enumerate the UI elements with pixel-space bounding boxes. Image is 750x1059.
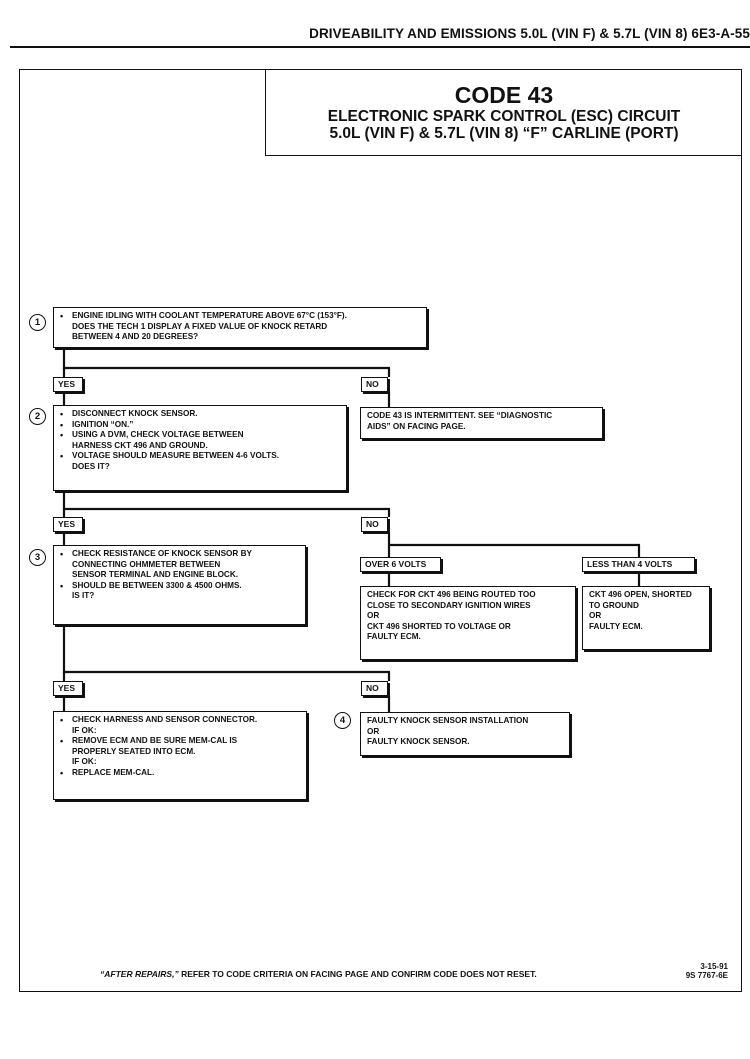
result-over-6-volts-box: CHECK FOR CKT 496 BEING ROUTED TOO CLOSE… [360, 586, 576, 660]
step-2-box: DISCONNECT KNOCK SENSOR. IGNITION “ON.” … [53, 405, 347, 491]
no-label-1: NO [361, 377, 388, 392]
no-label-3: NO [361, 681, 388, 696]
diagram-frame [19, 69, 742, 992]
no-label-2: NO [361, 517, 388, 532]
yes-label-2: YES [53, 517, 83, 532]
over6-line-2: CLOSE TO SECONDARY IGNITION WIRES [367, 600, 531, 610]
step-4-line-1: FAULTY KNOCK SENSOR INSTALLATION [367, 716, 529, 725]
final-yes-bullet-2: REMOVE ECM AND BE SURE MEM-CAL ISPROPERL… [60, 736, 301, 757]
step-1-line-2: DOES THE TECH 1 DISPLAY A FIXED VALUE OF… [72, 321, 328, 331]
over6-line-1: CHECK FOR CKT 496 BEING ROUTED TOO [367, 590, 536, 599]
step-4-line-2: OR [367, 726, 380, 736]
document-part-number: 9S 7767-6E [685, 971, 728, 980]
step-4-line-3: FAULTY KNOCK SENSOR. [367, 737, 470, 746]
step-2-bullet-1: DISCONNECT KNOCK SENSOR. [60, 409, 341, 420]
final-yes-ifok-1: IF OK: [72, 725, 97, 735]
after-repairs-text: REFER TO CODE CRITERIA ON FACING PAGE AN… [178, 969, 537, 979]
result-intermittent-line-2: AIDS” ON FACING PAGE. [367, 421, 466, 431]
final-yes-box: CHECK HARNESS AND SENSOR CONNECTOR. IF O… [53, 711, 307, 800]
after-repairs-note: “AFTER REPAIRS,” REFER TO CODE CRITERIA … [100, 969, 660, 979]
step-1-line-1: ENGINE IDLING WITH COOLANT TEMPERATURE A… [60, 311, 421, 322]
over6-line-5: FAULTY ECM. [367, 632, 421, 641]
title-block: CODE 43 ELECTRONIC SPARK CONTROL (ESC) C… [265, 69, 742, 156]
result-intermittent-box: CODE 43 IS INTERMITTENT. SEE “DIAGNOSTIC… [360, 407, 603, 439]
step-number-2: 2 [29, 408, 46, 425]
final-yes-bullet-1: CHECK HARNESS AND SENSOR CONNECTOR. [60, 715, 301, 726]
result-intermittent-line-1: CODE 43 IS INTERMITTENT. SEE “DIAGNOSTIC [367, 411, 553, 420]
step-2-bullet-2: IGNITION “ON.” [60, 420, 341, 431]
document-date: 3-15-91 [700, 962, 728, 971]
step-4-box: FAULTY KNOCK SENSOR INSTALLATION OR FAUL… [360, 712, 570, 756]
document-code: 3-15-91 9S 7767-6E [650, 962, 728, 980]
title-line-2: 5.0L (VIN F) & 5.7L (VIN 8) “F” CARLINE … [329, 125, 679, 142]
over6-line-3: OR [367, 611, 380, 620]
title-line-1: ELECTRONIC SPARK CONTROL (ESC) CIRCUIT [327, 108, 681, 125]
step-2-bullet-3: USING A DVM, CHECK VOLTAGE BETWEENHARNES… [60, 430, 341, 451]
header-rule [10, 46, 750, 48]
step-3-bullet-1: CHECK RESISTANCE OF KNOCK SENSOR BYCONNE… [60, 549, 300, 581]
step-number-4: 4 [334, 712, 351, 729]
over6-line-4: CKT 496 SHORTED TO VOLTAGE OR [367, 621, 511, 631]
over-6-volts-label: OVER 6 VOLTS [360, 557, 441, 572]
step-1-line-3: BETWEEN 4 AND 20 DEGREES? [72, 332, 199, 341]
less4-line-1: CKT 496 OPEN, SHORTED [589, 590, 692, 599]
yes-label-1: YES [53, 377, 83, 392]
yes-label-3: YES [53, 681, 83, 696]
code-title: CODE 43 [454, 82, 554, 108]
step-number-3: 3 [29, 549, 46, 566]
less4-line-2: TO GROUND [589, 600, 639, 610]
final-yes-bullet-3: REPLACE MEM-CAL. [60, 768, 301, 779]
less-than-4-volts-label: LESS THAN 4 VOLTS [582, 557, 695, 572]
step-3-bullet-2: SHOULD BE BETWEEN 3300 & 4500 OHMS.IS IT… [60, 581, 300, 602]
page-header: DRIVEABILITY AND EMISSIONS 5.0L (VIN F) … [309, 26, 750, 41]
step-number-1: 1 [29, 314, 46, 331]
result-less-than-4-volts-box: CKT 496 OPEN, SHORTED TO GROUND OR FAULT… [582, 586, 710, 650]
after-repairs-emphasis: “AFTER REPAIRS,” [100, 969, 179, 979]
less4-line-3: OR [589, 611, 602, 620]
final-yes-ifok-2: IF OK: [72, 757, 97, 766]
step-2-bullet-4: VOLTAGE SHOULD MEASURE BETWEEN 4-6 VOLTS… [60, 451, 341, 472]
step-1-box: ENGINE IDLING WITH COOLANT TEMPERATURE A… [53, 307, 427, 348]
less4-line-4: FAULTY ECM. [589, 621, 643, 631]
step-3-box: CHECK RESISTANCE OF KNOCK SENSOR BYCONNE… [53, 545, 306, 625]
